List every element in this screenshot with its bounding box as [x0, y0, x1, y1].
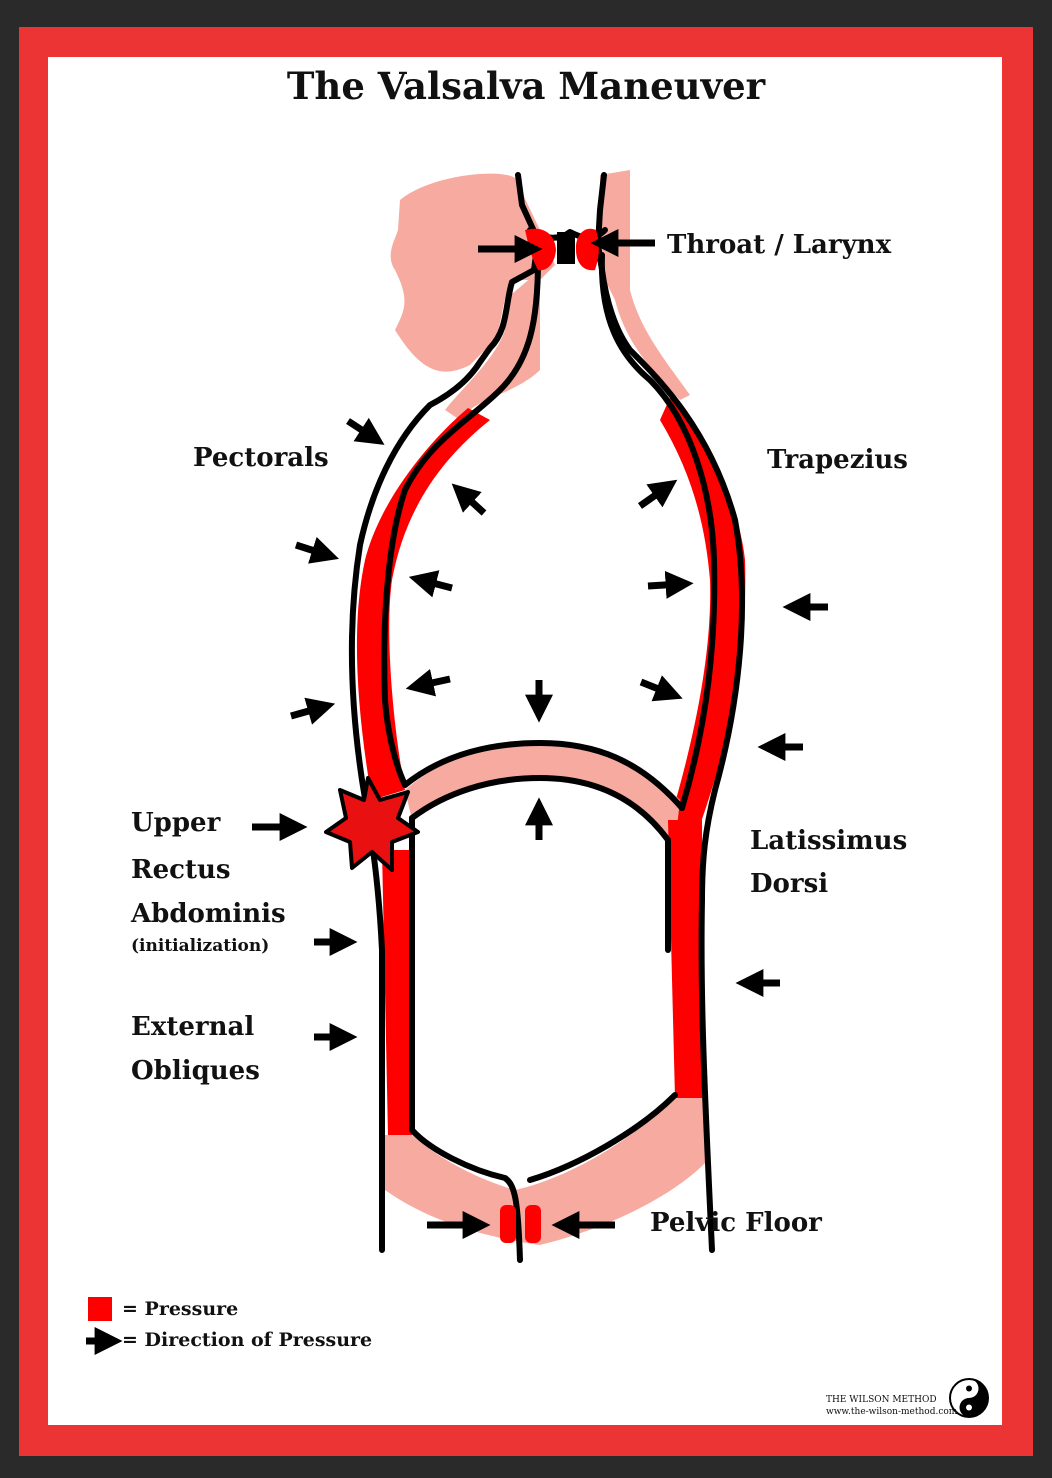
pressure-arrows	[252, 229, 828, 1239]
outline-inner-back	[598, 252, 718, 811]
larynx-closure	[557, 232, 575, 264]
label-dorsi: Dorsi	[750, 869, 829, 899]
legend-direction-label: = Direction of Pressure	[122, 1329, 373, 1351]
abdomen-front-wall	[382, 850, 412, 1135]
label-abdominis: Abdominis	[131, 899, 286, 929]
arrow-icon	[639, 675, 683, 702]
arrow-icon	[405, 669, 451, 697]
yin-yang-logo-icon	[949, 1378, 989, 1418]
neck-front-tissue	[445, 270, 540, 420]
label-pectorals: Pectorals	[193, 443, 329, 473]
outline-back	[595, 172, 746, 1253]
label-initialization: (initialization)	[131, 936, 270, 956]
arrow-icon	[294, 536, 339, 564]
outline-diaphragm-top	[402, 740, 685, 811]
brand-url: www.the-wilson-method.com	[826, 1407, 958, 1417]
outline-inner-front	[381, 257, 541, 788]
pelvic-pressure-right	[525, 1205, 541, 1243]
label-throat-larynx: Throat / Larynx	[667, 230, 892, 260]
pelvic-pressure-left	[500, 1205, 516, 1243]
diaphragm-tissue	[405, 745, 680, 845]
label-trapezius: Trapezius	[767, 445, 908, 475]
label-external: External	[131, 1012, 255, 1042]
label-obliques: Obliques	[131, 1056, 260, 1086]
arrow-icon	[290, 697, 336, 725]
pelvic-tissue	[385, 1098, 708, 1245]
outline-pelvic-bowl	[409, 1127, 523, 1263]
brand-name: THE WILSON METHOD	[826, 1395, 937, 1405]
arrow-icon	[346, 417, 385, 445]
chest-back-wall	[660, 393, 746, 825]
arrow-icon	[408, 570, 453, 598]
chest-front-wall	[356, 408, 490, 800]
diagram-title: The Valsalva Maneuver	[286, 64, 766, 108]
outline-pelvic-right	[527, 1092, 678, 1183]
abdomen-back-wall	[668, 820, 703, 1098]
outline-diaphragm-bottom	[409, 775, 671, 843]
arrow-icon	[647, 570, 694, 599]
label-latissimus: Latissimus	[750, 826, 908, 856]
label-pelvic-floor: Pelvic Floor	[650, 1208, 822, 1238]
neck-back-tissue	[600, 170, 690, 400]
label-upper: Upper	[131, 808, 221, 838]
label-rectus: Rectus	[131, 855, 231, 885]
initialization-star-icon	[324, 776, 420, 872]
legend-pressure-swatch	[88, 1297, 112, 1321]
arrow-icon	[637, 479, 678, 509]
arrow-icon	[451, 483, 487, 516]
head-tissue	[390, 173, 555, 372]
legend-pressure-label: = Pressure	[122, 1298, 239, 1320]
